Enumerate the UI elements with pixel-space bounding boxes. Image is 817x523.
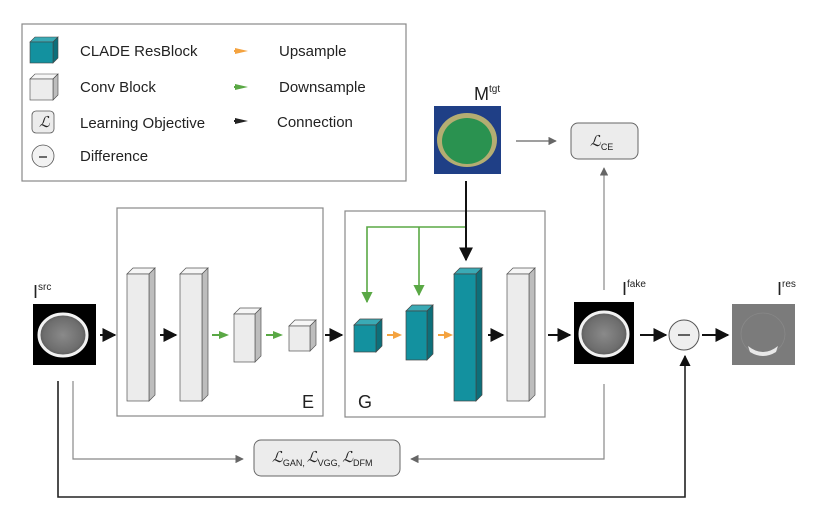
src-to-main-loss-line [72,381,244,464]
gray-cube-icon [29,73,59,101]
loss-glyph: ℒ [39,113,51,131]
legend-label-connection: Connection [277,114,353,131]
fake-image-node: Ifake [574,279,646,364]
src-to-difference-line [57,354,691,498]
generator-clade-block-3 [453,267,483,402]
legend-label-downsample: Downsample [279,79,366,96]
mask-fill [442,118,492,164]
loss-box-icon: ℒ [31,110,55,134]
legend: CLADE ResBlock Conv Block ℒ Learning Obj… [21,23,407,182]
encoder-conv-block-3 [233,307,262,363]
residual-highlight [748,346,778,356]
main-loss-box: ℒGAN,ℒVGG,ℒDFM [253,439,401,477]
source-image-node: Isrc [33,282,96,365]
encoder-conv-block-4 [288,319,317,352]
residual-image-label: Ires [777,279,796,299]
ce-loss-text: ℒCE [590,132,613,152]
target-mask-node: Mtgt [434,84,501,174]
legend-label-clade: CLADE ResBlock [80,43,198,60]
legend-label-upsample: Upsample [279,43,347,60]
generator-conv-block [506,267,536,402]
difference-node [668,319,700,351]
mask-label: Mtgt [474,84,500,104]
fake-to-main-loss-line [410,384,605,464]
fake-brain-scan [578,310,630,358]
mask-injection-line-1 [361,226,466,304]
residual-image-node: Ires [732,279,796,365]
fake-image-label: Ifake [622,279,646,299]
source-brain-scan [37,312,89,358]
legend-frame [21,23,407,182]
ce-loss-box: ℒCE [570,122,639,160]
main-loss-text: ℒGAN,ℒVGG,ℒDFM [272,448,373,468]
downsample-arrows [212,331,283,339]
minus-circle-icon [31,144,55,168]
legend-label-difference: Difference [80,148,148,165]
generator-clade-block-1 [353,318,383,353]
encoder-conv-block-2 [179,267,209,402]
generator-clade-block-2 [405,304,434,361]
encoder-label: E [302,392,314,412]
generator-frame [344,210,546,418]
generator-label: G [358,392,372,412]
encoder-frame [116,207,324,417]
encoder-conv-block-1 [126,267,156,402]
green-arrow-icon [234,84,248,90]
teal-cube-icon [29,36,59,64]
mask-injection-lines [361,226,466,304]
orange-arrow-icon [234,48,248,54]
legend-label-conv: Conv Block [80,79,156,96]
upsample-arrows [387,331,453,339]
source-image-label: Isrc [33,282,51,302]
black-arrow-icon [234,118,248,124]
legend-label-objective: Learning Objective [80,115,205,132]
